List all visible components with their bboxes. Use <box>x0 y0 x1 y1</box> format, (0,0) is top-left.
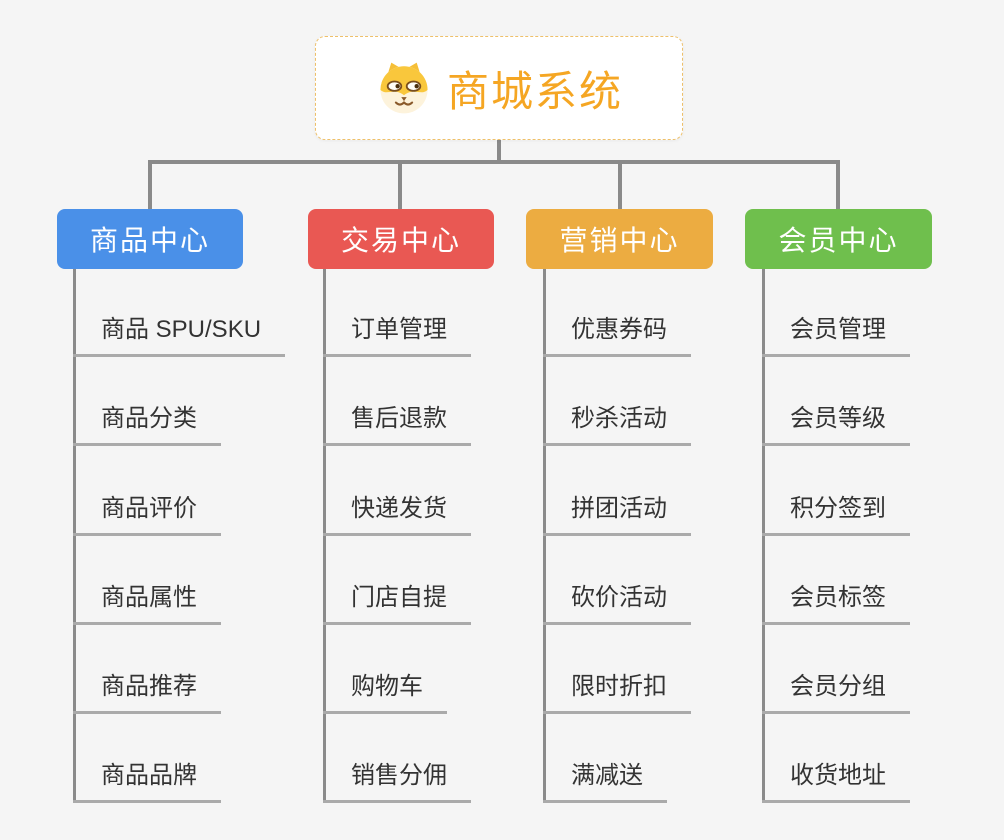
leaf-node[interactable]: 满减送 <box>543 760 667 803</box>
branch-node-marketing[interactable]: 营销中心 <box>526 209 713 269</box>
leaf-node[interactable]: 积分签到 <box>762 493 910 536</box>
leaf-node[interactable]: 商品 SPU/SKU <box>73 314 286 357</box>
leaf-node[interactable]: 订单管理 <box>323 314 471 357</box>
leaf-node[interactable]: 会员分组 <box>762 671 910 714</box>
leaf-node[interactable]: 会员等级 <box>762 403 910 446</box>
branch-node-products[interactable]: 商品中心 <box>57 209 243 269</box>
leaf-node[interactable]: 商品属性 <box>73 582 221 625</box>
branch-node-members[interactable]: 会员中心 <box>745 209 932 269</box>
leaf-node[interactable]: 购物车 <box>323 671 447 714</box>
branch-node-trade[interactable]: 交易中心 <box>308 209 494 269</box>
leaf-node[interactable]: 商品推荐 <box>73 671 221 714</box>
leaf-node[interactable]: 限时折扣 <box>543 671 691 714</box>
branch-label: 交易中心 <box>340 225 461 256</box>
leaf-node[interactable]: 商品评价 <box>73 493 221 536</box>
root-node[interactable]: 商城系统 <box>315 36 683 140</box>
leaf-node[interactable]: 秒杀活动 <box>543 403 691 446</box>
leaf-node[interactable]: 砍价活动 <box>543 582 691 625</box>
leaf-node[interactable]: 门店自提 <box>323 582 471 625</box>
leaf-node[interactable]: 收货地址 <box>762 760 910 803</box>
branch-label: 营销中心 <box>559 225 680 256</box>
branch-label: 会员中心 <box>778 225 899 256</box>
leaf-node[interactable]: 会员标签 <box>762 582 910 625</box>
shiba-dog-icon <box>380 62 428 114</box>
branch-label: 商品中心 <box>89 225 210 256</box>
leaf-node[interactable]: 拼团活动 <box>543 493 691 536</box>
leaf-node[interactable]: 会员管理 <box>762 314 910 357</box>
leaf-node[interactable]: 快递发货 <box>323 493 471 536</box>
root-title: 商城系统 <box>446 67 623 115</box>
leaf-node[interactable]: 售后退款 <box>323 403 471 446</box>
leaf-node[interactable]: 商品分类 <box>73 403 221 446</box>
leaf-node[interactable]: 优惠券码 <box>543 314 691 357</box>
leaf-node[interactable]: 商品品牌 <box>73 760 221 803</box>
leaf-node[interactable]: 销售分佣 <box>323 760 471 803</box>
